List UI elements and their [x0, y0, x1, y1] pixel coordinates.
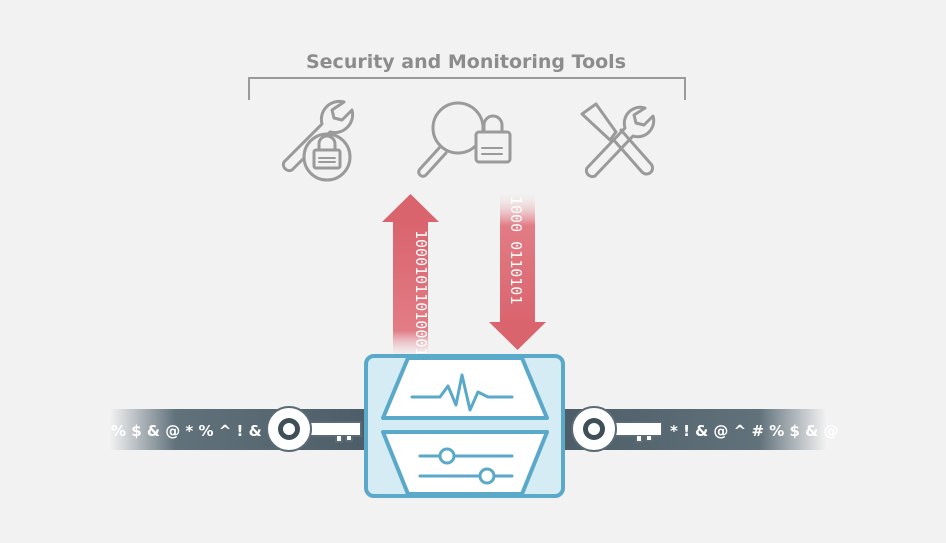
left-data-stream: % $ & @ * % ^ ! & $: [110, 406, 372, 452]
arrow-down-bits: 1000 0110101: [507, 196, 525, 304]
right-data-stream: * ! & @ ^ # % $ & @: [560, 406, 838, 452]
sliders-icon: [418, 447, 514, 485]
magnifier-lock-icon: [417, 101, 512, 178]
left-stream-text: % $ & @ * % ^ ! & $: [111, 422, 277, 440]
appliance-bottom-panel: [381, 430, 549, 496]
arrow-up-bits: 10001011010001: [412, 230, 430, 356]
right-key-icon: [571, 406, 663, 452]
monitoring-appliance: [364, 354, 565, 498]
downstream-arrow: 1000 0110101: [489, 193, 546, 350]
right-stream-text: * ! & @ ^ # % $ & @: [670, 422, 838, 440]
left-key-icon: [266, 406, 362, 452]
upstream-arrow: 10001011010001: [382, 194, 439, 358]
tools-bracket: [248, 77, 686, 100]
wrench-screwdriver-icon: [580, 102, 656, 179]
wrench-lock-icon: [281, 99, 355, 182]
diagram-title: Security and Monitoring Tools: [306, 51, 626, 73]
heartbeat-icon: [410, 373, 514, 412]
